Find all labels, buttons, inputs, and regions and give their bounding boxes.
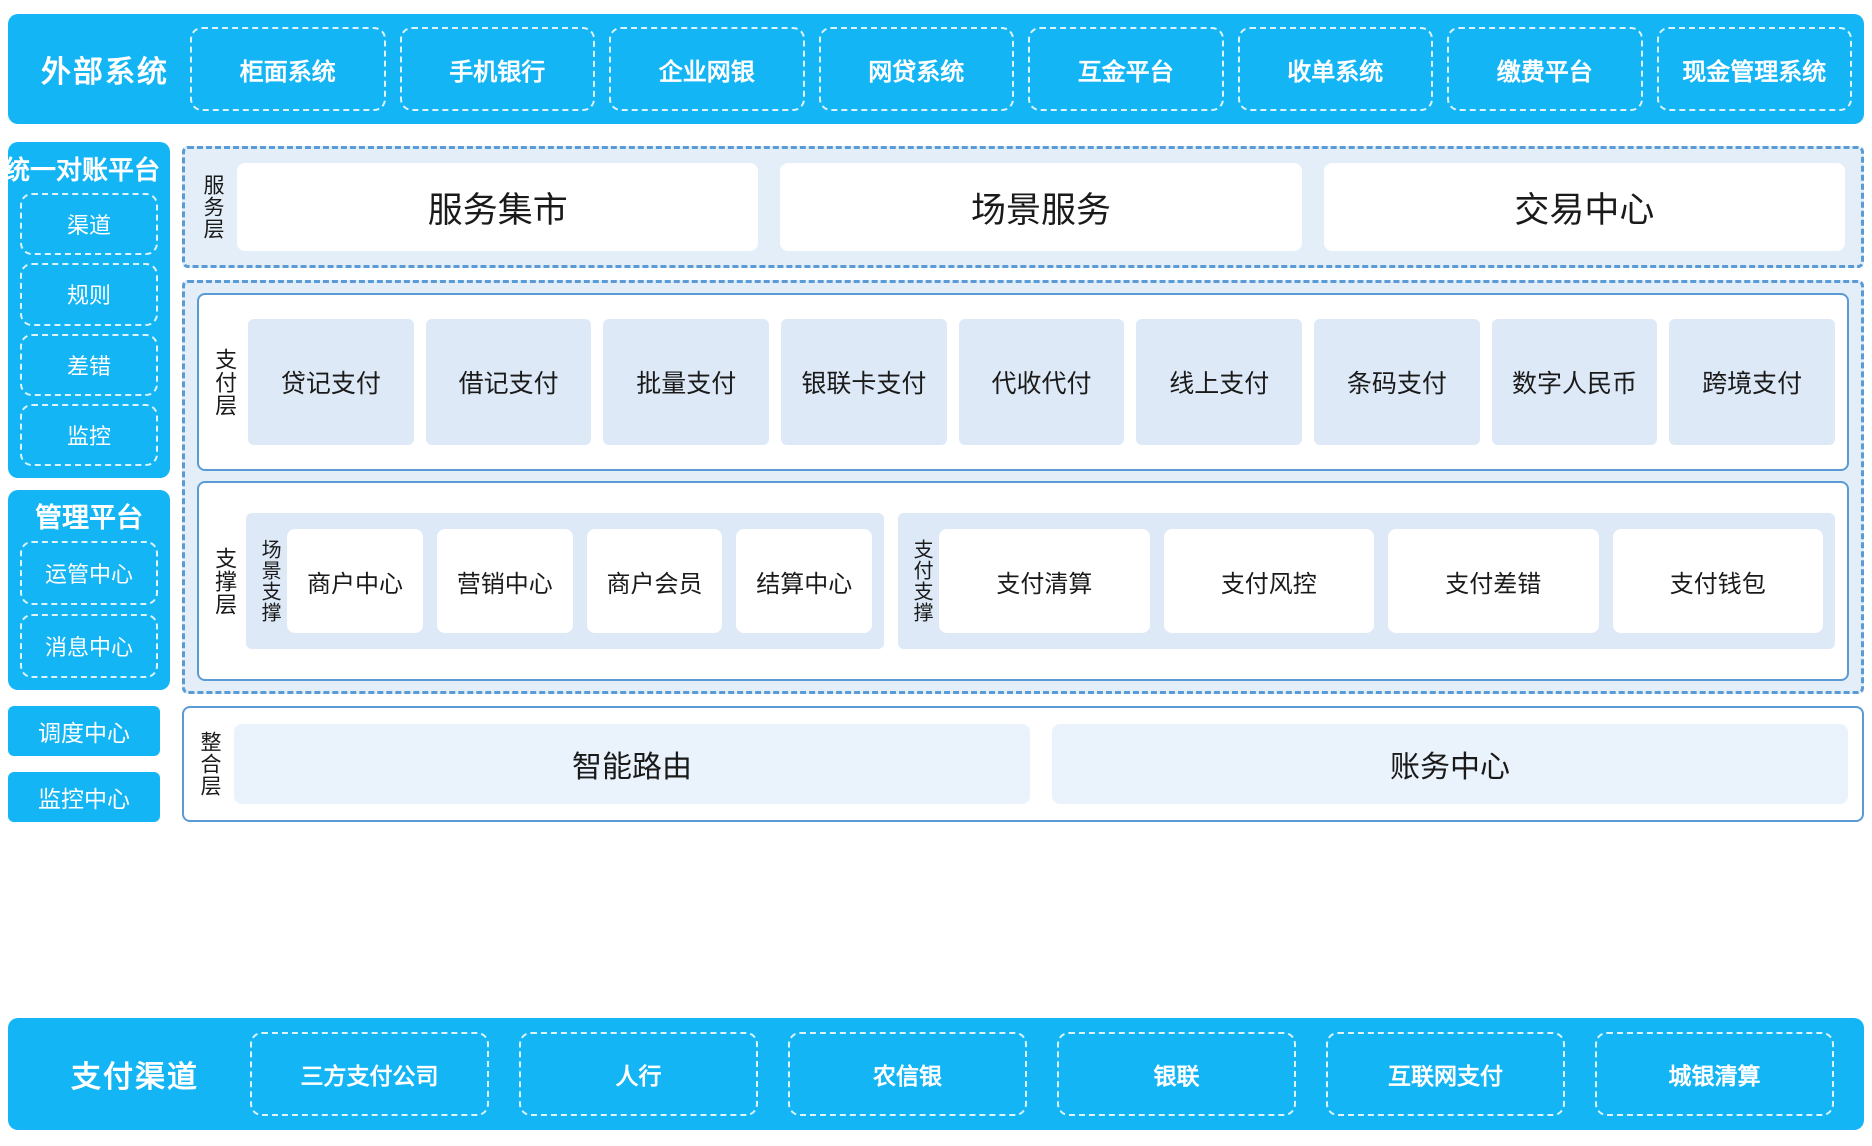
core-platform-band: 支付层 贷记支付 借记支付 批量支付 银联卡支付 代收代付 线上支付 条码支付 … [182,280,1864,694]
management-item-message-center[interactable]: 消息中心 [20,614,158,678]
external-system-corporate-bank[interactable]: 企业网银 [609,27,805,111]
channel-city-bank-clearing[interactable]: 城银清算 [1595,1032,1834,1116]
support-group-payment: 支付支撑 支付清算 支付风控 支付差错 支付钱包 [898,513,1835,649]
external-system-mobile-bank[interactable]: 手机银行 [399,27,595,111]
external-systems-title: 外部系统 [41,56,169,89]
payment-layer-label: 支付层 [212,347,238,417]
reconciliation-item-error[interactable]: 差错 [20,333,158,396]
payment-tile-debit[interactable]: 借记支付 [425,319,592,445]
reconciliation-item-channel[interactable]: 渠道 [20,193,158,256]
payment-tile-barcode[interactable]: 条码支付 [1314,319,1480,445]
integration-layer-label: 整合层 [198,731,222,797]
reconciliation-platform-title: 统一对账平台 [4,155,161,185]
channel-unionpay[interactable]: 银联 [1057,1032,1296,1116]
support-card-payment-clearing[interactable]: 支付清算 [939,529,1150,633]
scheduling-center-button[interactable]: 调度中心 [8,706,160,756]
external-system-cash-management[interactable]: 现金管理系统 [1656,27,1852,111]
external-system-online-loan[interactable]: 网贷系统 [818,27,1014,111]
management-platform-title: 管理平台 [35,503,143,533]
reconciliation-item-rule[interactable]: 规则 [20,263,158,326]
support-card-payment-risk[interactable]: 支付风控 [1163,529,1375,633]
external-system-fintech[interactable]: 互金平台 [1028,27,1224,111]
payment-tile-unionpay-card[interactable]: 银联卡支付 [781,319,947,445]
reconciliation-platform-panel: 统一对账平台 渠道 规则 差错 监控 [4,142,170,478]
integration-layer: 整合层 智能路由 账务中心 [182,706,1864,822]
integration-layer-list: 智能路由 账务中心 [234,724,1849,804]
payment-tile-digital-rmb[interactable]: 数字人民币 [1491,319,1658,445]
external-system-counter[interactable]: 柜面系统 [190,27,386,111]
service-card-scenario[interactable]: 场景服务 [780,163,1302,251]
service-card-transaction-center[interactable]: 交易中心 [1323,163,1845,251]
management-item-operations-center[interactable]: 运管中心 [20,541,158,605]
external-system-acquiring[interactable]: 收单系统 [1237,27,1433,111]
management-items: 运管中心 消息中心 [20,541,158,678]
service-card-marketplace[interactable]: 服务集市 [237,163,759,251]
channel-pboc[interactable]: 人行 [519,1032,758,1116]
payment-tile-collection-payment[interactable]: 代收代付 [958,319,1125,445]
payment-layer: 支付层 贷记支付 借记支付 批量支付 银联卡支付 代收代付 线上支付 条码支付 … [197,293,1849,471]
service-layer-band: 服务层 服务集市 场景服务 交易中心 [182,146,1864,268]
service-layer-list: 服务集市 场景服务 交易中心 [237,163,1845,251]
payment-tile-batch[interactable]: 批量支付 [603,319,770,445]
payment-tile-online[interactable]: 线上支付 [1136,319,1303,445]
integration-card-smart-routing[interactable]: 智能路由 [234,724,1031,804]
support-group-payment-label: 支付支撑 [910,539,933,623]
external-system-billpay[interactable]: 缴费平台 [1447,27,1643,111]
service-layer-label: 服务层 [201,174,225,240]
support-group-scene-list: 商户中心 营销中心 商户会员 结算中心 [287,529,873,633]
support-card-marketing-center[interactable]: 营销中心 [436,529,573,633]
support-group-scene: 场景支撑 商户中心 营销中心 商户会员 结算中心 [246,513,885,649]
payment-layer-list: 贷记支付 借记支付 批量支付 银联卡支付 代收代付 线上支付 条码支付 数字人民… [248,319,1835,445]
payment-channels-title: 支付渠道 [71,1061,199,1094]
payment-tile-cross-border[interactable]: 跨境支付 [1669,319,1835,445]
channel-rcc[interactable]: 农信银 [788,1032,1027,1116]
support-card-settlement-center[interactable]: 结算中心 [736,529,873,633]
monitoring-center-button[interactable]: 监控中心 [8,772,160,822]
reconciliation-item-monitor[interactable]: 监控 [20,403,158,466]
external-systems-bar: 外部系统 柜面系统 手机银行 企业网银 网贷系统 互金平台 收单系统 缴费平台 … [8,14,1864,124]
support-group-payment-list: 支付清算 支付风控 支付差错 支付钱包 [939,529,1824,633]
management-platform-panel: 管理平台 运管中心 消息中心 [8,490,170,690]
channel-third-party[interactable]: 三方支付公司 [250,1032,489,1116]
support-card-merchant-member[interactable]: 商户会员 [586,529,723,633]
external-systems-list: 柜面系统 手机银行 企业网银 网贷系统 互金平台 收单系统 缴费平台 现金管理系… [190,27,1852,111]
support-layer-groups: 场景支撑 商户中心 营销中心 商户会员 结算中心 支付支撑 支付清算 支付风控 … [246,513,1835,649]
support-group-scene-label: 场景支撑 [258,539,281,623]
reconciliation-items: 渠道 规则 差错 监控 [20,193,158,466]
support-layer: 支撑层 场景支撑 商户中心 营销中心 商户会员 结算中心 支付支撑 支付清算 [197,481,1849,681]
payment-channels-list: 三方支付公司 人行 农信银 银联 互联网支付 城银清算 [250,1032,1852,1116]
support-card-payment-wallet[interactable]: 支付钱包 [1612,529,1824,633]
support-layer-label: 支撑层 [212,546,238,616]
support-card-merchant-center[interactable]: 商户中心 [287,529,423,633]
payment-channels-bar: 支付渠道 三方支付公司 人行 农信银 银联 互联网支付 城银清算 [8,1018,1864,1130]
payment-tile-credit[interactable]: 贷记支付 [248,319,414,445]
channel-internet-payment[interactable]: 互联网支付 [1326,1032,1565,1116]
integration-card-accounting-center[interactable]: 账务中心 [1052,724,1849,804]
support-card-payment-error[interactable]: 支付差错 [1388,529,1599,633]
